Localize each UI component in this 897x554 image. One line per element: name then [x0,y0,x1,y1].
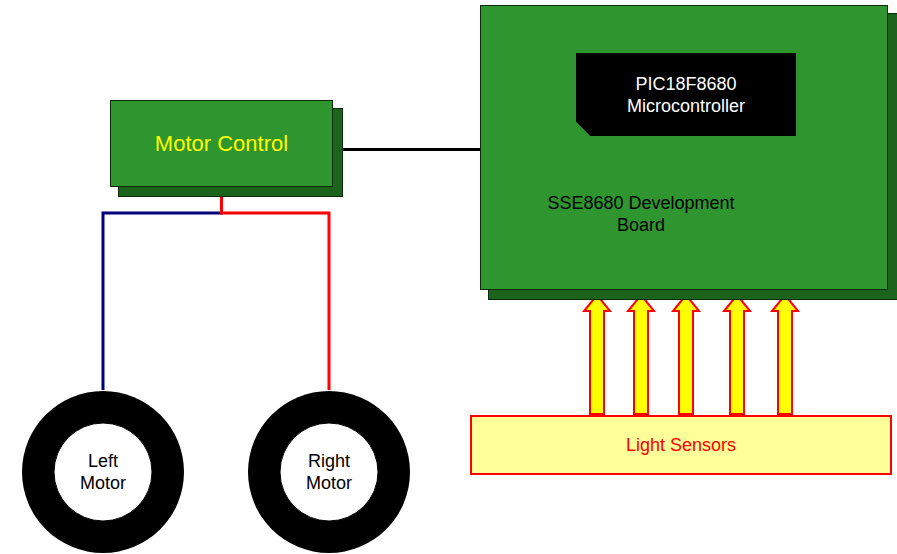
microcontroller-chip: PIC18F8680 Microcontroller [576,53,796,136]
node-label: PIC18F8680 Microcontroller [601,73,771,117]
hub [54,423,152,521]
motor-wheel: Right Motor [247,390,411,554]
wheel-outline [21,390,185,554]
signal-arrow [673,295,699,414]
signal-arrow [628,295,654,414]
tyre [22,391,184,553]
signal-arrow [772,295,798,414]
node-label: Left Motor [66,450,140,494]
wire [333,148,480,151]
motor-wheel: Left Motor [21,390,185,554]
motor-control-box: Motor Control [110,100,333,187]
wheel-outline [247,390,411,554]
wire [103,195,222,390]
signal-arrow [584,295,610,414]
node-label: Motor Control [155,131,288,157]
node-label: Light Sensors [626,435,736,456]
wire [222,195,330,390]
tyre [248,391,410,553]
hub [280,423,378,521]
chip-body [576,53,796,136]
chip-outline [576,53,796,136]
signal-arrow [724,295,750,414]
development-board: SSE8680 Development Board PIC18F8680 Micr… [480,5,888,290]
node-label: SSE8680 Development Board [526,192,756,236]
chip-notch [576,122,590,136]
node-label: Right Motor [292,450,366,494]
sensor-bar: Light Sensors [470,415,892,475]
